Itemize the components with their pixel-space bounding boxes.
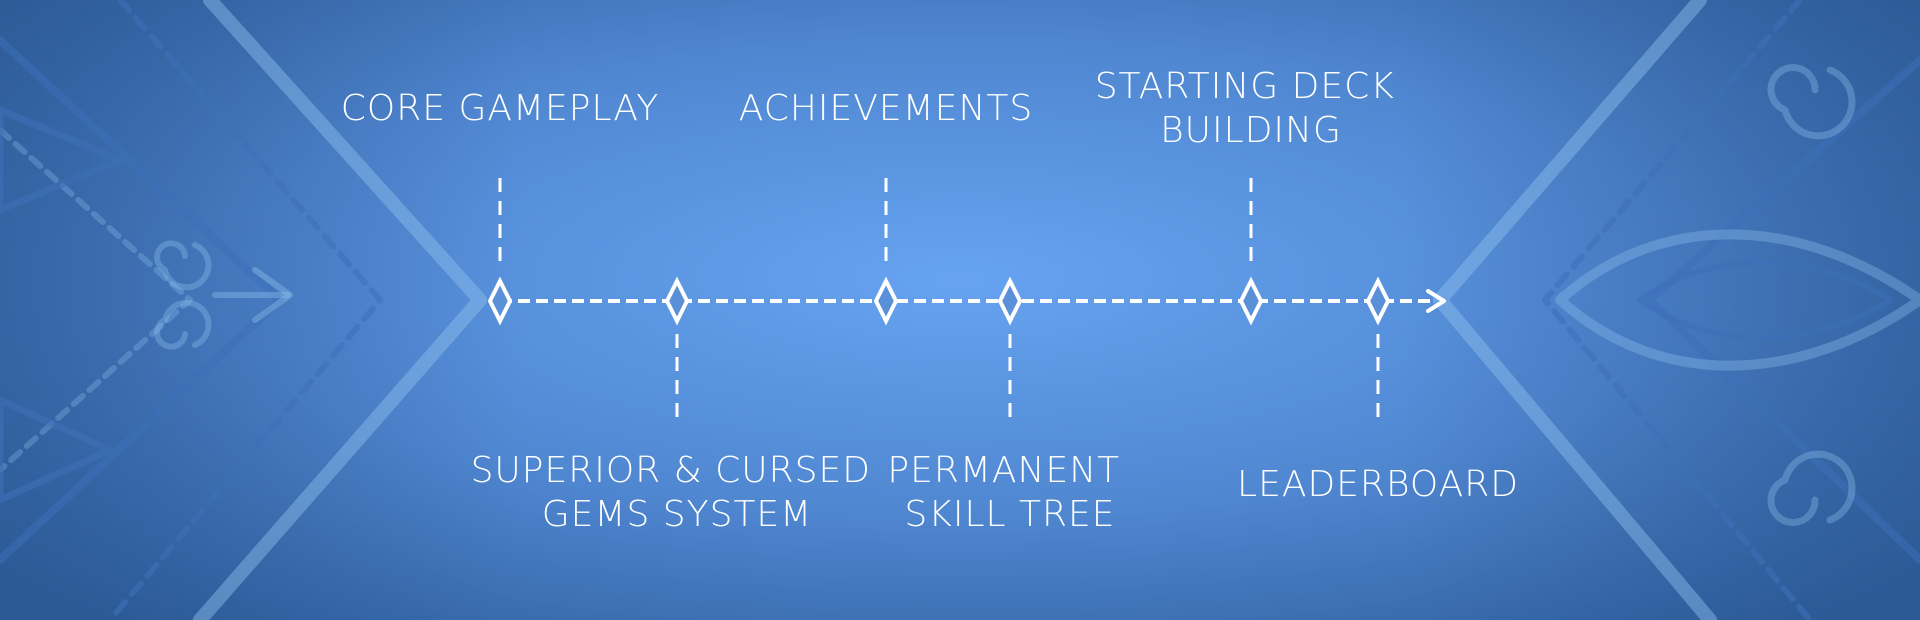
milestone-diamond <box>487 276 513 326</box>
milestone-label: ACHIEVEMENTS <box>739 88 1034 129</box>
milestone-label: SUPERIOR & CURSED GEMS SYSTEM <box>471 450 884 535</box>
milestone-label: CORE GAMEPLAY <box>341 88 659 129</box>
milestone-diamond <box>1365 276 1391 326</box>
timeline: CORE GAMEPLAY SUPERIOR & CURSED GEMS SYS… <box>341 66 1519 535</box>
milestone-diamond <box>1238 276 1264 326</box>
milestone-label: PERMANENT SKILL TREE <box>887 450 1132 535</box>
milestone-superior-cursed-gems: SUPERIOR & CURSED GEMS SYSTEM <box>471 276 884 535</box>
milestone-core-gameplay: CORE GAMEPLAY <box>341 88 659 326</box>
milestone-diamond <box>664 276 690 326</box>
timeline-arrowhead <box>1426 289 1446 313</box>
left-ornament <box>0 0 487 620</box>
milestone-permanent-skill-tree: PERMANENT SKILL TREE <box>887 276 1132 535</box>
milestone-diamond <box>997 276 1023 326</box>
milestone-leaderboard: LEADERBOARD <box>1237 276 1519 505</box>
milestone-starting-deck-building: STARTING DECK BUILDING <box>1095 66 1408 326</box>
milestone-diamond <box>873 276 899 326</box>
milestone-label: LEADERBOARD <box>1237 464 1519 505</box>
milestone-label: STARTING DECK BUILDING <box>1095 66 1408 151</box>
background-left-shade <box>0 0 520 620</box>
milestone-achievements: ACHIEVEMENTS <box>739 88 1034 326</box>
